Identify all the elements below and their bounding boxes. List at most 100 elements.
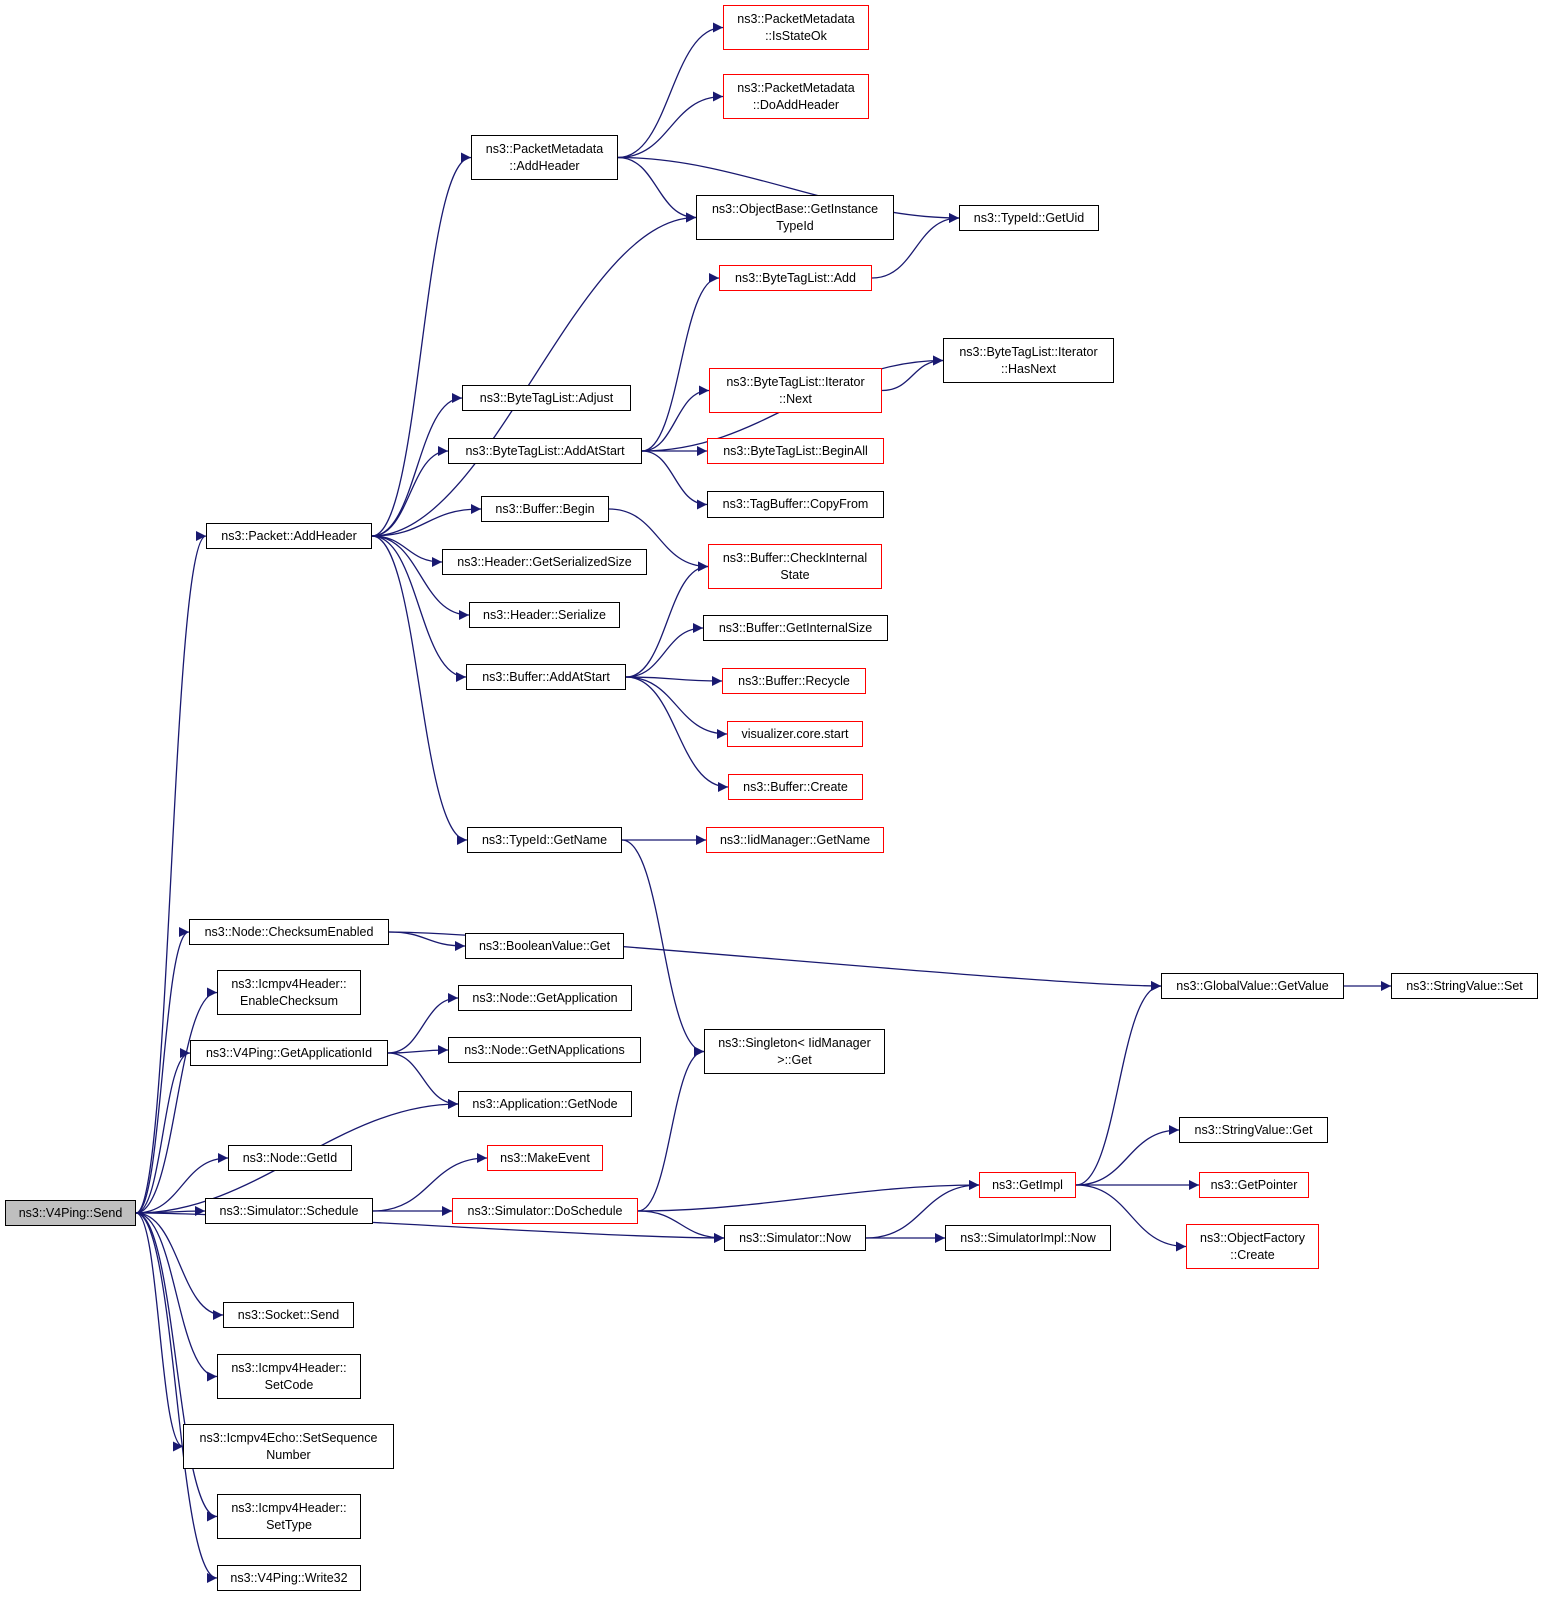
edge-packet-addheader-to-typeid-getname (371, 535, 468, 845)
node-singleton-iidmanager-get[interactable]: ns3::Singleton< IidManager >::Get (704, 1029, 885, 1074)
node-v4ping-write32[interactable]: ns3::V4Ping::Write32 (217, 1565, 361, 1591)
edge-packet-addheader-to-ob-getinstancetypeid (371, 212, 697, 537)
edge-simulator-doschedule-to-simulator-now (637, 1210, 725, 1243)
node-simulator-doschedule[interactable]: ns3::Simulator::DoSchedule (452, 1198, 638, 1224)
edge-getimpl-to-globalvalue-getvalue (1075, 981, 1162, 1186)
node-node-checksumenabled[interactable]: ns3::Node::ChecksumEnabled (189, 919, 389, 945)
edge-send-to-simulator-now (135, 1212, 725, 1243)
node-getimpl[interactable]: ns3::GetImpl (979, 1172, 1076, 1198)
node-typeid-getuid[interactable]: ns3::TypeId::GetUid (959, 205, 1099, 231)
edge-simulator-now-to-getimpl (865, 1180, 980, 1239)
node-icmpv4header-enablechecksum[interactable]: ns3::Icmpv4Header:: EnableChecksum (217, 970, 361, 1015)
node-buffer-create[interactable]: ns3::Buffer::Create (728, 774, 863, 800)
edge-packet-addheader-to-pm-addheader (371, 152, 472, 537)
edge-buffer-addatstart-to-buffer-getinternalsize (625, 623, 704, 678)
node-buffer-begin[interactable]: ns3::Buffer::Begin (481, 496, 609, 522)
node-application-getnode[interactable]: ns3::Application::GetNode (458, 1091, 632, 1117)
edge-buffer-addatstart-to-visualizer-core-start (625, 676, 728, 739)
edge-packet-addheader-to-btl-addatstart (371, 446, 449, 537)
edge-getimpl-to-stringvalue-get (1075, 1125, 1180, 1186)
node-pm-addheader[interactable]: ns3::PacketMetadata ::AddHeader (471, 135, 618, 180)
node-packet-addheader[interactable]: ns3::Packet::AddHeader (206, 523, 372, 549)
edge-buffer-addatstart-to-buffer-recycle (625, 675, 723, 686)
edge-packet-addheader-to-buffer-begin (371, 504, 482, 537)
node-simulator-now[interactable]: ns3::Simulator::Now (724, 1225, 866, 1251)
edge-send-to-node-getid (135, 1153, 229, 1214)
edge-packet-addheader-to-header-serialize (371, 535, 470, 620)
node-header-serialize[interactable]: ns3::Header::Serialize (469, 602, 620, 628)
node-v4ping-getapplicationid[interactable]: ns3::V4Ping::GetApplicationId (190, 1040, 388, 1066)
edge-btl-addatstart-to-btl-add (641, 273, 720, 452)
edge-pm-addheader-to-ob-getinstancetypeid (617, 156, 697, 223)
node-stringvalue-get[interactable]: ns3::StringValue::Get (1179, 1117, 1328, 1143)
edge-v4ping-getapplicationid-to-node-getnapplications (387, 1045, 449, 1056)
node-icmpv4echo-setsequencenumber[interactable]: ns3::Icmpv4Echo::SetSequence Number (183, 1424, 394, 1469)
node-simulatorimpl-now[interactable]: ns3::SimulatorImpl::Now (945, 1225, 1111, 1251)
edge-packet-addheader-to-btl-adjust (371, 393, 463, 537)
edge-send-to-node-checksumenabled (135, 927, 190, 1214)
edge-btl-addatstart-to-btl-iter-next (641, 385, 710, 452)
node-node-getid[interactable]: ns3::Node::GetId (228, 1145, 352, 1171)
node-pm-isstateok[interactable]: ns3::PacketMetadata ::IsStateOk (723, 5, 869, 50)
edge-send-to-packet-addheader (135, 531, 207, 1214)
node-pm-doaddheader[interactable]: ns3::PacketMetadata ::DoAddHeader (723, 74, 869, 119)
node-icmpv4header-setcode[interactable]: ns3::Icmpv4Header:: SetCode (217, 1354, 361, 1399)
node-booleanvalue-get[interactable]: ns3::BooleanValue::Get (465, 933, 624, 959)
edge-v4ping-getapplicationid-to-application-getnode (387, 1052, 459, 1109)
node-visualizer-core-start[interactable]: visualizer.core.start (727, 721, 863, 747)
edge-pm-addheader-to-pm-isstateok (617, 22, 724, 159)
node-buffer-checkinternalstate[interactable]: ns3::Buffer::CheckInternal State (708, 544, 882, 589)
node-objectfactory-create[interactable]: ns3::ObjectFactory ::Create (1186, 1224, 1319, 1269)
edge-send-to-v4ping-getapplicationid (135, 1048, 191, 1214)
node-buffer-getinternalsize[interactable]: ns3::Buffer::GetInternalSize (703, 615, 888, 641)
node-tagbuffer-copyfrom[interactable]: ns3::TagBuffer::CopyFrom (707, 491, 884, 518)
edge-pm-addheader-to-typeid-getuid (617, 156, 960, 223)
edge-node-checksumenabled-to-globalvalue-getvalue (388, 931, 1162, 991)
node-btl-addatstart[interactable]: ns3::ByteTagList::AddAtStart (448, 438, 642, 464)
edge-packet-addheader-to-buffer-addatstart (371, 535, 467, 682)
edge-btl-add-to-typeid-getuid (871, 213, 960, 279)
edge-send-to-icmpv4echo-setsequencenumber (135, 1212, 184, 1452)
edge-simulator-doschedule-to-singleton-iidmanager-get (637, 1046, 705, 1212)
node-getpointer[interactable]: ns3::GetPointer (1199, 1172, 1309, 1198)
node-globalvalue-getvalue[interactable]: ns3::GlobalValue::GetValue (1161, 973, 1344, 999)
node-btl-beginall[interactable]: ns3::ByteTagList::BeginAll (707, 438, 884, 464)
edge-simulator-schedule-to-makeevent (372, 1153, 488, 1212)
edge-typeid-getname-to-singleton-iidmanager-get (621, 839, 705, 1057)
edge-send-to-icmpv4header-setcode (135, 1212, 218, 1382)
node-iidmanager-getname[interactable]: ns3::IidManager::GetName (706, 827, 884, 853)
edge-v4ping-getapplicationid-to-node-getapplication (387, 993, 459, 1054)
node-simulator-schedule[interactable]: ns3::Simulator::Schedule (205, 1198, 373, 1224)
node-socket-send[interactable]: ns3::Socket::Send (223, 1302, 354, 1328)
edge-pm-addheader-to-pm-doaddheader (617, 91, 724, 159)
node-btl-add[interactable]: ns3::ByteTagList::Add (719, 265, 872, 291)
edge-packet-addheader-to-header-getserializedsize (371, 535, 443, 567)
edge-btl-iter-next-to-btl-iter-hasnext (881, 355, 944, 392)
node-node-getapplication[interactable]: ns3::Node::GetApplication (458, 985, 632, 1011)
edge-btl-addatstart-to-tagbuffer-copyfrom (641, 450, 708, 510)
node-icmpv4header-settype[interactable]: ns3::Icmpv4Header:: SetType (217, 1494, 361, 1539)
node-btl-iter-hasnext[interactable]: ns3::ByteTagList::Iterator ::HasNext (943, 338, 1114, 383)
edge-send-to-v4ping-write32 (135, 1212, 218, 1583)
node-btl-iter-next[interactable]: ns3::ByteTagList::Iterator ::Next (709, 368, 882, 413)
edge-getimpl-to-objectfactory-create (1075, 1184, 1187, 1252)
node-buffer-recycle[interactable]: ns3::Buffer::Recycle (722, 668, 866, 694)
edge-send-to-socket-send (135, 1212, 224, 1320)
node-send: ns3::V4Ping::Send (5, 1200, 136, 1226)
node-stringvalue-set[interactable]: ns3::StringValue::Set (1391, 973, 1538, 999)
node-makeevent[interactable]: ns3::MakeEvent (487, 1145, 603, 1171)
node-node-getnapplications[interactable]: ns3::Node::GetNApplications (448, 1037, 641, 1063)
node-buffer-addatstart[interactable]: ns3::Buffer::AddAtStart (466, 664, 626, 690)
edge-buffer-addatstart-to-buffer-checkinternalstate (625, 561, 709, 678)
edge-simulator-doschedule-to-getimpl (637, 1180, 980, 1212)
edge-send-to-icmpv4header-settype (135, 1212, 218, 1522)
node-btl-adjust[interactable]: ns3::ByteTagList::Adjust (462, 385, 631, 411)
node-typeid-getname[interactable]: ns3::TypeId::GetName (467, 827, 622, 853)
node-ob-getinstancetypeid[interactable]: ns3::ObjectBase::GetInstance TypeId (696, 195, 894, 240)
edge-buffer-begin-to-buffer-checkinternalstate (608, 508, 709, 572)
edge-buffer-addatstart-to-buffer-create (625, 676, 729, 792)
node-header-getserializedsize[interactable]: ns3::Header::GetSerializedSize (442, 549, 647, 575)
edge-send-to-icmpv4header-enablechecksum (135, 987, 218, 1214)
